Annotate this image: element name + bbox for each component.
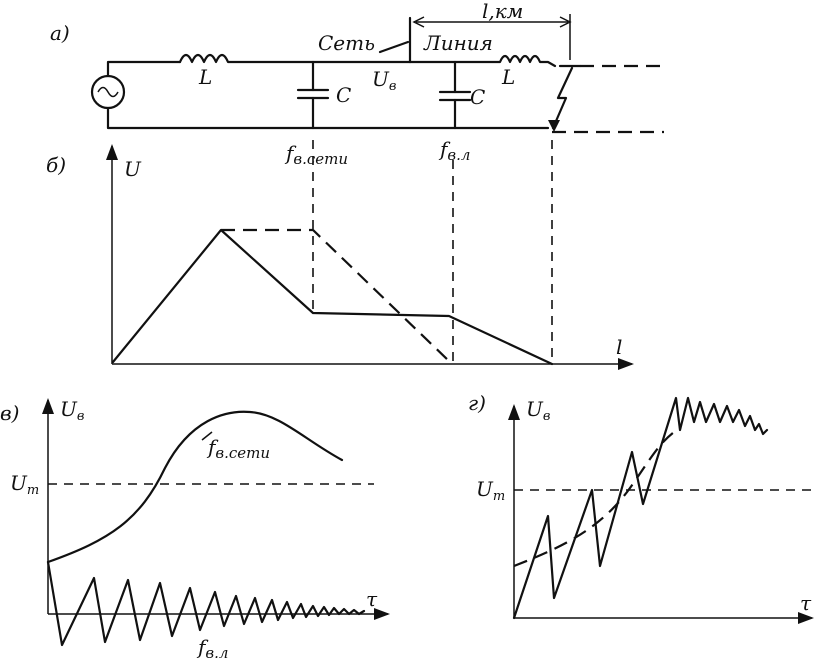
graph-v-y-label: Uв	[60, 397, 84, 424]
inductor-right-label: L	[501, 65, 515, 89]
inductor-left-label: L	[198, 65, 212, 89]
sine-wave-icon	[97, 86, 119, 98]
capacitor-left-label: C	[336, 83, 351, 107]
graph-v-x-label: τ	[366, 587, 378, 611]
graph-v-line-label: fв.л	[196, 635, 228, 659]
circuit-diagram: а) L C Сеть Линия Uв l,км	[50, 0, 664, 134]
capacitor-right	[438, 60, 472, 130]
panel-label-g: г)	[468, 391, 486, 415]
graph-v: в) Uв τ Um fв.сети fв.л	[0, 397, 390, 659]
graph-g-zigzag-curve	[512, 396, 769, 620]
graph-g-um-label: Um	[476, 477, 505, 504]
graph-g-y-label: Uв	[526, 397, 550, 424]
graph-v-network-curve	[46, 410, 344, 564]
length-label: l,км	[482, 0, 523, 23]
graph-b-f-network: fв.сети	[284, 141, 348, 168]
lightning-icon	[551, 66, 574, 130]
panel-label-a: а)	[50, 21, 70, 45]
length-arrow	[412, 14, 572, 60]
graph-v-um-label: Um	[10, 471, 39, 498]
graph-b: б) U l fв.сети fв.л	[46, 137, 634, 370]
graph-g: г) Uв τ Um	[468, 391, 816, 624]
graph-b-y-label: U	[124, 157, 142, 181]
inductor-left	[178, 53, 412, 64]
voltage-label: Uв	[372, 67, 396, 94]
graph-b-f-line: fв.л	[438, 137, 470, 164]
inductor-right	[408, 54, 557, 68]
graph-g-x-label: τ	[800, 591, 812, 615]
panel-label-v: в)	[0, 401, 19, 425]
line-label: Линия	[423, 31, 493, 55]
capacitor-right-label: C	[470, 85, 485, 109]
graph-b-x-label: l	[616, 335, 622, 359]
capacitor-left	[296, 60, 330, 130]
network-label: Сеть	[318, 31, 375, 55]
graph-b-dashed-curve	[221, 228, 451, 363]
graph-b-solid-curve	[111, 228, 554, 366]
graph-v-network-label: fв.сети	[206, 435, 270, 462]
panel-label-b: б)	[46, 153, 66, 177]
graph-v-line-curve	[46, 560, 366, 647]
